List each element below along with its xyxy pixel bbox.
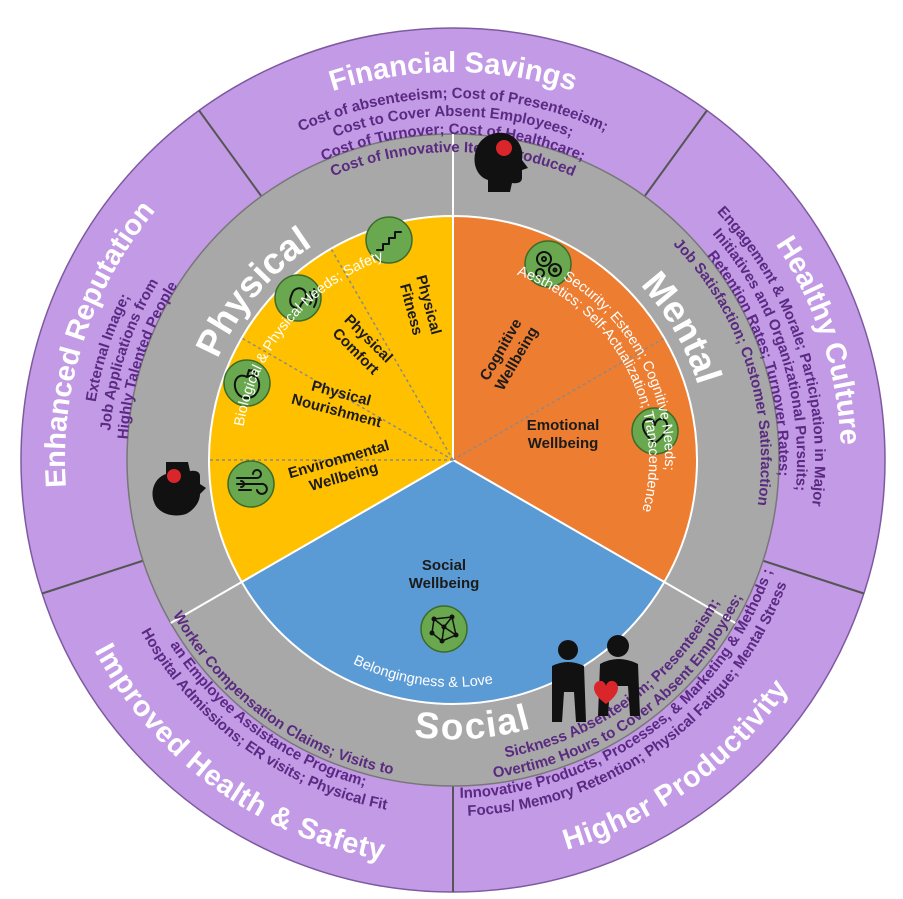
outer-divider-0 [643, 109, 708, 197]
head-brain-icon-left [152, 462, 206, 516]
outer-divider-1 [762, 559, 865, 595]
head-brain-icon-top [474, 132, 528, 192]
heart-icon [631, 407, 679, 455]
people-heart-icon [552, 635, 640, 722]
wind-icon [227, 460, 275, 508]
mental-sector [452, 214, 698, 584]
outer-divider-4 [198, 109, 263, 197]
apple-icon [223, 359, 271, 407]
network-icon [420, 605, 468, 653]
inner-pie: PhysicalFitnessPhysicalComfortPhysicalNo… [208, 214, 698, 705]
middle-divider-2 [170, 581, 243, 624]
physical-subdivider-1 [241, 337, 454, 461]
physical-subdivider-2 [330, 248, 454, 461]
gears-icon [524, 240, 572, 288]
middle-divider-1 [663, 581, 736, 624]
social-sector [240, 458, 666, 705]
outer-divider-3 [41, 559, 144, 595]
mental-subdivider [452, 337, 665, 461]
ear-sound-icon [274, 274, 322, 322]
stairs-icon [365, 216, 413, 264]
